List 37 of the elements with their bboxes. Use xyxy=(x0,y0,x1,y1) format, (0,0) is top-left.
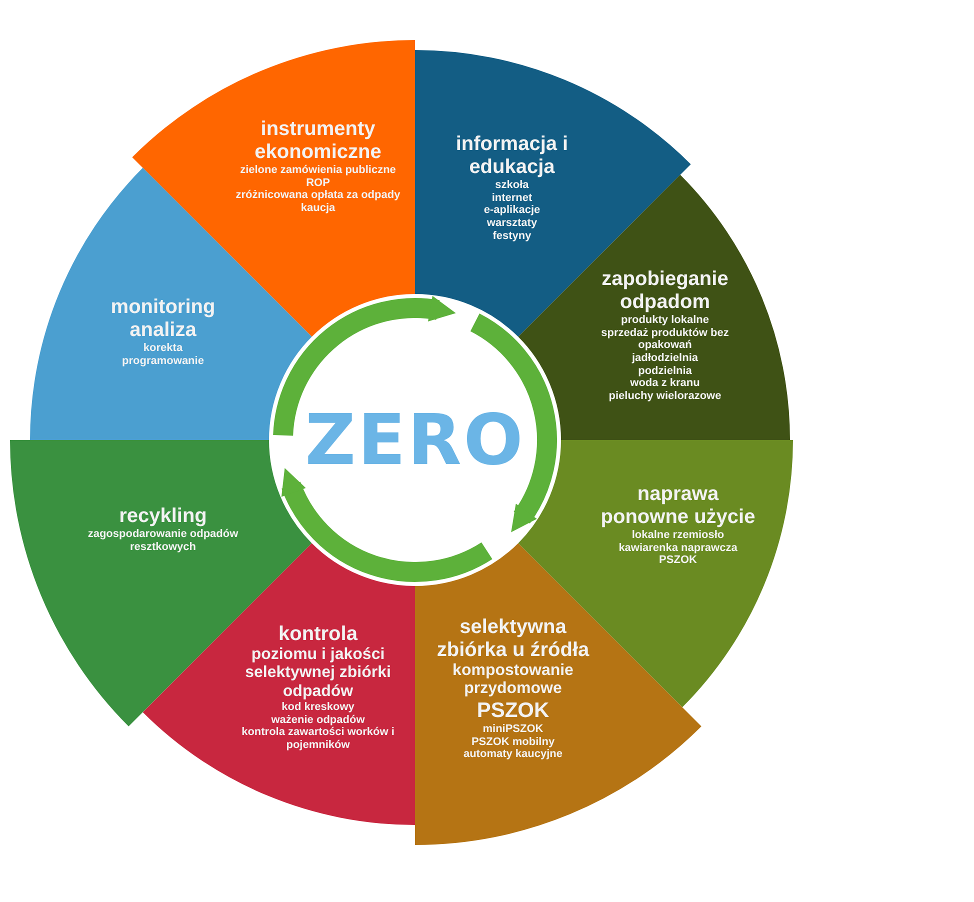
sector-heading: instrumenty ekonomiczne xyxy=(254,118,382,164)
sector-item: kontrola zawartości worków i pojemników xyxy=(240,726,396,752)
sector-item: miniPSZOK xyxy=(482,722,544,736)
sector-item: kod kreskowy xyxy=(280,701,356,714)
sector-item: pieluchy wielorazowe xyxy=(608,390,722,402)
sector-item: ważenie odpadów xyxy=(270,714,366,726)
sector-item: zróżnicowana opłata za odpady xyxy=(234,189,402,202)
sector-heading: kontrola xyxy=(278,623,359,646)
sector-item: e-aplikacje xyxy=(482,204,542,217)
sector-item: kaucja xyxy=(300,202,336,215)
sector-heading: naprawa ponowne użycie xyxy=(600,483,756,529)
sector-item: warsztaty xyxy=(486,216,538,230)
sector-item: festyny xyxy=(492,230,532,242)
sector-heading: monitoring analiza xyxy=(110,296,216,342)
sector-subheading: PSZOK xyxy=(476,698,550,723)
sector-item: korekta xyxy=(142,342,184,355)
sector-subheading: kompostowanie przydomowe xyxy=(452,662,574,699)
sector-item: szkoła xyxy=(494,179,530,192)
sector-item: PSZOK xyxy=(658,554,698,567)
sector-heading: zapobieganie odpadom xyxy=(600,268,730,314)
sector-heading: informacja i edukacja xyxy=(454,133,570,179)
sector-item: woda z kranu xyxy=(629,377,701,390)
sector-item: zagospodarowanie odpadów resztkowych xyxy=(86,528,240,554)
sector-item: internet xyxy=(490,192,534,204)
sector-subheading: poziomu i jakości selektywnej zbiórki odpadów xyxy=(244,646,392,702)
sector-item: podzielnia xyxy=(637,364,693,378)
sector-item: lokalne rzemiosło xyxy=(630,529,726,542)
sector-item: kawiarenka naprawcza xyxy=(618,542,738,554)
sector-heading: selektywna zbiórka u źródła xyxy=(436,616,590,662)
sector-item: produkty lokalne xyxy=(620,314,710,327)
sector-item: PSZOK mobilny xyxy=(470,736,556,748)
sector-heading: recykling xyxy=(118,505,208,528)
sector-item: jadłodzielnia xyxy=(630,352,699,365)
sector-item: ROP xyxy=(305,176,331,190)
sector-item: programowanie xyxy=(121,354,205,368)
sector-item: automaty kaucyjne xyxy=(462,748,564,761)
sector-item: zielone zamówienia publiczne xyxy=(239,164,397,177)
